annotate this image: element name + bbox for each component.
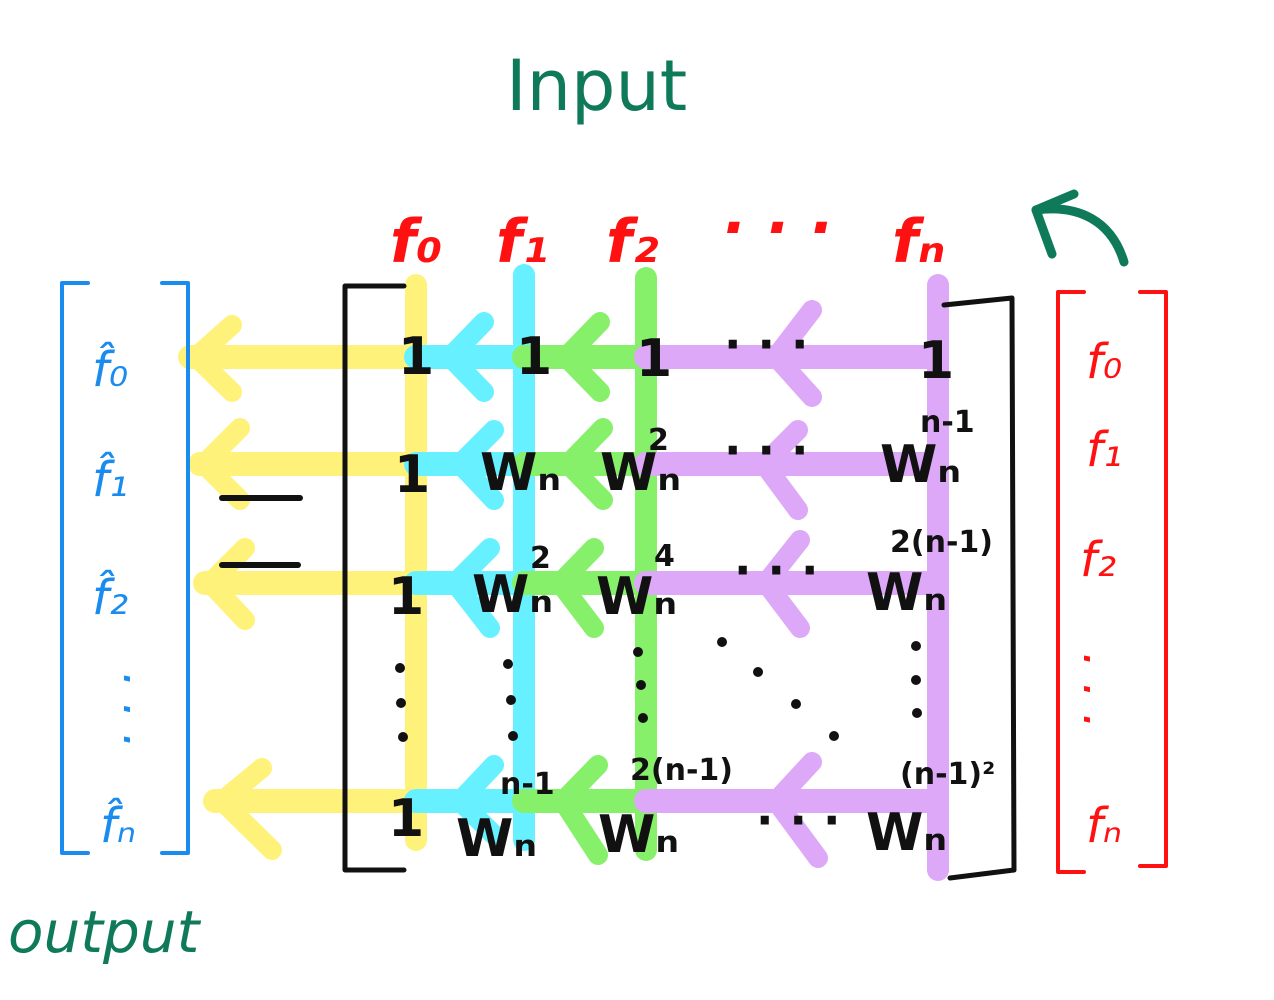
output-vector-right-bracket (160, 281, 190, 855)
cyan-arrowhead (440, 312, 494, 402)
curved-arrow-shaft (1031, 204, 1129, 267)
vertical-dot (398, 732, 408, 742)
green-arrowhead (550, 538, 604, 638)
matrix-cell: 1 (636, 329, 672, 389)
matrix-exponent: 2 (530, 541, 551, 576)
purple-arrowhead (756, 530, 810, 638)
green-arrowhead (556, 312, 610, 402)
matrix-cell: 1 (516, 327, 552, 387)
vertical-dot (503, 659, 513, 669)
matrix-cell: Wₙ (880, 435, 961, 495)
input-vector-bracket (1056, 290, 1168, 874)
matrix-exponent: 2 (648, 423, 669, 458)
yellow-arrowhead (186, 315, 242, 402)
vertical-dot (912, 708, 922, 718)
vertical-dot (506, 695, 516, 705)
vertical-dots (395, 641, 922, 742)
matrix-right-bracket (941, 295, 1017, 881)
diagonal-dot (753, 667, 763, 677)
matrix-exponent: n-1 (920, 405, 975, 440)
purple-arrowhead (754, 420, 808, 520)
vertical-dot (508, 731, 518, 741)
matrix-cell: 1 (388, 789, 424, 849)
input-header-item: · · · (722, 193, 832, 263)
equals-sign (219, 495, 303, 568)
matrix-cell: Wₙ (866, 803, 947, 863)
matrix-cell: Wₙ (598, 805, 679, 865)
vertical-dot (638, 713, 648, 723)
input-vector: f₀ f₁ f₂ · · · fₙ (1058, 334, 1122, 854)
yellow-arrowhead (200, 538, 255, 630)
input-header-item: fₙ (892, 207, 945, 277)
output-vector: f̂₀ f̂₁ f̂₂ · · · f̂ₙ (92, 340, 154, 854)
matrix-exponent: (n-1)² (900, 757, 995, 792)
cyan-arrowhead (445, 538, 500, 638)
matrix-cell: Wₙ (866, 563, 947, 623)
matrix-exponent: n-1 (500, 767, 555, 802)
output-vector-entry: f̂₁ (92, 450, 128, 508)
diagonal-dot (717, 637, 727, 647)
matrix-row-ellipsis: · · · (724, 317, 808, 371)
output-vector-bracket (60, 281, 190, 855)
matrix-row-ellipsis: · · · (756, 793, 840, 847)
matrix-cell: 1 (394, 445, 430, 505)
matrix-cell: Wₙ (472, 565, 553, 625)
matrix-cell: 1 (918, 331, 954, 391)
output-label: output (8, 898, 202, 966)
matrix-row-ellipsis: · · · (734, 543, 818, 597)
vertical-dot (911, 641, 921, 651)
vertical-dot (911, 675, 921, 685)
input-vector-entry: f₂ (1080, 532, 1116, 588)
input-vector-entry: · · · (1058, 650, 1114, 726)
matrix-cell: 1 (388, 567, 424, 627)
matrix-cell: 1 (398, 327, 434, 387)
matrix-cell: Wₙ (596, 567, 677, 627)
yellow-arrowhead (212, 758, 282, 860)
diagonal-dots (717, 637, 839, 741)
input-label: Input (506, 45, 687, 127)
diagonal-dot (791, 699, 801, 709)
vertical-dot (636, 680, 646, 690)
cyan-arrowhead (450, 755, 504, 845)
output-vector-entry: f̂₂ (92, 568, 128, 626)
matrix-entries: 1 1 1 · · · 1 1 Wₙ Wₙ 2 · · · Wₙ n-1 1 W… (388, 317, 995, 869)
input-header: f₀ f₁ f₂ · · · fₙ (390, 193, 945, 277)
matrix-left-bracket (342, 283, 407, 873)
output-vector-left-bracket (60, 281, 90, 855)
green-arrowhead (553, 755, 608, 865)
vertical-dot (396, 698, 406, 708)
cyan-arrowhead (450, 420, 504, 510)
input-vector-entry: f₁ (1086, 422, 1122, 478)
purple-arrowhead (766, 300, 822, 407)
matrix-exponent: 2(n-1) (630, 753, 733, 788)
output-vector-entry: f̂ₙ (100, 796, 136, 854)
input-vector-entry: f₀ (1086, 334, 1122, 390)
matrix-exponent: 4 (654, 539, 675, 574)
diagonal-dot (829, 731, 839, 741)
input-header-item: f₁ (496, 207, 548, 277)
arrowheads (186, 300, 828, 868)
input-vector-right-bracket (1138, 290, 1168, 868)
vertical-dot (395, 663, 405, 673)
vertical-dot (633, 647, 643, 657)
curved-arrow-head (1031, 189, 1079, 259)
matrix-exponent: 2(n-1) (890, 525, 993, 560)
output-vector-entry: f̂₀ (92, 340, 128, 398)
input-header-item: f₀ (390, 207, 442, 277)
input-vector-entry: fₙ (1086, 798, 1122, 854)
matrix-brackets (342, 283, 1017, 881)
purple-arrowhead (766, 752, 828, 868)
input-vector-left-bracket (1056, 290, 1086, 874)
matrix-cell: Wₙ (600, 443, 681, 503)
matrix-cell: Wₙ (480, 443, 561, 503)
matrix-row-ellipsis: · · · (724, 423, 808, 477)
curved-arrow-icon (1031, 189, 1129, 267)
green-arrowhead (558, 418, 613, 510)
yellow-arrowhead (194, 418, 250, 510)
input-header-item: f₂ (606, 207, 658, 277)
matrix-cell: Wₙ (456, 809, 537, 869)
output-vector-entry: · · · (98, 670, 154, 746)
